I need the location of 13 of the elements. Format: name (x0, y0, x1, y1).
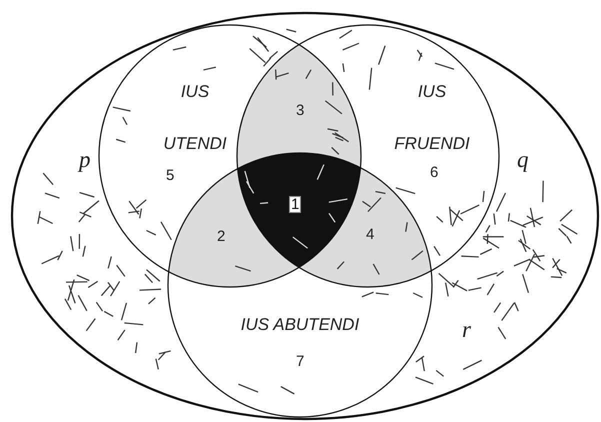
region-number: 4 (366, 227, 374, 242)
region-number: 3 (296, 103, 304, 118)
region-number: 7 (296, 354, 304, 369)
set-letter: p (79, 148, 90, 171)
region-number: 6 (430, 165, 438, 180)
region-number: 2 (217, 229, 226, 244)
set-name: IUS ABUTENDI (240, 315, 360, 335)
set-name: IUS FRUENDI (393, 81, 471, 155)
set-letter: q (517, 148, 528, 171)
region-number: 1 (289, 196, 302, 213)
region-number: 5 (166, 168, 174, 183)
set-letter: r (462, 318, 471, 341)
set-name: IUS UTENDI (162, 81, 228, 155)
